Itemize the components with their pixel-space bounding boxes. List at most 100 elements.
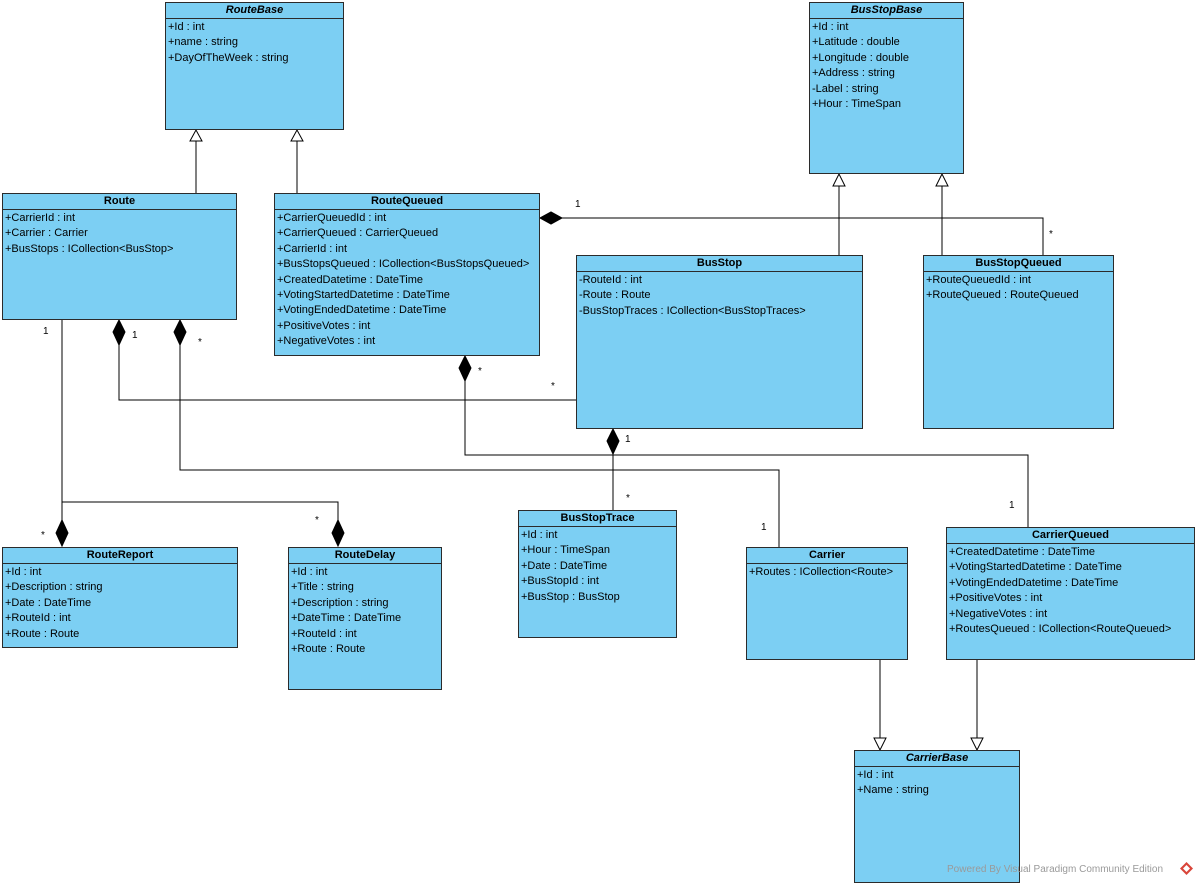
attribute: +CarrierQueued : CarrierQueued	[277, 227, 439, 240]
attribute: +VotingEndedDatetime : DateTime	[949, 576, 1119, 589]
class-routereport[interactable]: RouteReport +Id : int +Description : str…	[2, 547, 238, 648]
class-carrierbase[interactable]: CarrierBase +Id : int +Name : string	[854, 750, 1020, 883]
class-name: BusStopBase	[810, 3, 963, 19]
attribute: +RouteQueuedId : int	[926, 274, 1031, 286]
attribute: +Title : string	[291, 581, 354, 594]
class-route[interactable]: Route +CarrierId : int +Carrier : Carrie…	[2, 193, 237, 320]
attribute: +BusStops : ICollection<BusStop>	[5, 242, 174, 255]
watermark-text: Powered By Visual Paradigm Community Edi…	[947, 864, 1164, 875]
composition-diamond-route-report	[55, 518, 69, 548]
route-delay-link	[62, 501, 339, 520]
attribute: +name : string	[168, 36, 239, 49]
multiplicity-label: *	[198, 337, 202, 348]
attribute: +VotingStartedDatetime : DateTime	[277, 289, 450, 302]
class-busstop[interactable]: BusStop -RouteId : int -Route : Route -B…	[576, 255, 863, 429]
multiplicity-label: *	[41, 530, 45, 541]
attribute: +Carrier : Carrier	[5, 227, 88, 240]
multiplicity-label: *	[478, 366, 482, 377]
attribute: +Id : int	[857, 769, 894, 781]
attribute-list: +Id : int +name : string +DayOfTheWeek :…	[166, 19, 343, 66]
attribute: +CarrierQueuedId : int	[277, 212, 387, 224]
attribute: +BusStopId : int	[521, 575, 599, 588]
attribute: +Date : DateTime	[521, 559, 608, 572]
class-busstopbase[interactable]: BusStopBase +Id : int +Latitude : double…	[809, 2, 964, 174]
inheritance-arrow-busstopqueued	[935, 172, 949, 187]
inheritance-arrow-busstop	[832, 172, 846, 187]
class-name: Carrier	[747, 548, 907, 564]
attribute: +RouteQueued : RouteQueued	[926, 289, 1079, 302]
inheritance-arrow-routequeued	[290, 128, 304, 142]
multiplicity-label: 1	[132, 330, 138, 341]
attribute: +CreatedDatetime : DateTime	[277, 273, 424, 286]
attribute: +Id : int	[521, 529, 558, 541]
attribute-list: +Routes : ICollection<Route>	[747, 564, 907, 580]
attribute: +PositiveVotes : int	[277, 319, 371, 332]
class-busstoptrace[interactable]: BusStopTrace +Id : int +Hour : TimeSpan …	[518, 510, 677, 638]
attribute: +BusStopsQueued : ICollection<BusStopsQu…	[277, 258, 530, 271]
class-carrierqueued[interactable]: CarrierQueued +CreatedDatetime : DateTim…	[946, 527, 1195, 660]
attribute: +Name : string	[857, 784, 929, 797]
attribute: +PositiveVotes : int	[949, 592, 1043, 605]
class-name: BusStop	[577, 256, 862, 272]
attribute: +Address : string	[812, 67, 895, 80]
route-carrier-link	[179, 345, 780, 547]
attribute-list: +RouteQueuedId : int +RouteQueued : Rout…	[924, 272, 1113, 304]
attribute: +Id : int	[291, 566, 328, 578]
attribute: -BusStopTraces : ICollection<BusStopTrac…	[579, 304, 806, 317]
attribute: +BusStop : BusStop	[521, 590, 620, 603]
class-name: CarrierQueued	[947, 528, 1194, 544]
class-busstopqueued[interactable]: BusStopQueued +RouteQueuedId : int +Rout…	[923, 255, 1114, 429]
attribute: +NegativeVotes : int	[949, 607, 1048, 620]
multiplicity-label: *	[315, 515, 319, 526]
attribute: +DayOfTheWeek : string	[168, 51, 289, 64]
attribute: -Label : string	[812, 82, 879, 95]
inheritance-arrow-route	[189, 128, 203, 142]
attribute: +Id : int	[812, 21, 849, 33]
attribute: +Hour : TimeSpan	[521, 544, 610, 557]
class-name: CarrierBase	[855, 751, 1019, 767]
routequeued-carrierqueued-link	[464, 381, 1029, 527]
multiplicity-label: 1	[575, 199, 581, 210]
attribute-list: +CarrierId : int +Carrier : Carrier +Bus…	[3, 210, 236, 257]
class-routequeued[interactable]: RouteQueued +CarrierQueuedId : int +Carr…	[274, 193, 540, 356]
composition-diamond-route-busstop	[112, 318, 126, 347]
routequeued-busstopqueued-link	[562, 217, 1044, 255]
class-name: RouteDelay	[289, 548, 441, 564]
class-name: BusStopTrace	[519, 511, 676, 527]
attribute-list: +Id : int +Title : string +Description :…	[289, 564, 441, 657]
multiplicity-label: 1	[761, 522, 767, 533]
attribute: +RouteId : int	[291, 627, 357, 640]
attribute: -Route : Route	[579, 289, 651, 302]
attribute: +CreatedDatetime : DateTime	[949, 546, 1096, 558]
class-name: BusStopQueued	[924, 256, 1113, 272]
composition-diamond-rq-bsq	[538, 211, 564, 225]
multiplicity-label: 1	[625, 434, 631, 445]
attribute: +Id : int	[168, 21, 205, 33]
visual-paradigm-logo-icon	[1180, 862, 1193, 875]
attribute: +NegativeVotes : int	[277, 335, 376, 348]
composition-diamond-route-carrier	[173, 318, 187, 347]
class-carrier[interactable]: Carrier +Routes : ICollection<Route>	[746, 547, 908, 660]
class-routebase[interactable]: RouteBase +Id : int +name : string +DayO…	[165, 2, 344, 130]
route-busstop-link	[118, 345, 576, 401]
attribute: +Longitude : double	[812, 51, 909, 64]
multiplicity-label: 1	[43, 326, 49, 337]
attribute-list: +Id : int +Latitude : double +Longitude …	[810, 19, 963, 112]
attribute: +Hour : TimeSpan	[812, 98, 901, 111]
attribute-list: +CarrierQueuedId : int +CarrierQueued : …	[275, 210, 539, 350]
attribute: +Route : Route	[5, 627, 80, 640]
composition-diamond-route-delay	[331, 518, 345, 548]
attribute: +Date : DateTime	[5, 596, 92, 609]
attribute-list: -RouteId : int -Route : Route -BusStopTr…	[577, 272, 862, 319]
attribute: +Description : string	[5, 581, 103, 594]
attribute: +Route : Route	[291, 643, 366, 656]
multiplicity-label: *	[626, 493, 630, 504]
attribute: +Routes : ICollection<Route>	[749, 566, 894, 578]
attribute: +DateTime : DateTime	[291, 612, 402, 625]
attribute: +RoutesQueued : ICollection<RouteQueued>	[949, 623, 1172, 636]
attribute: -RouteId : int	[579, 274, 642, 286]
attribute: +VotingEndedDatetime : DateTime	[277, 304, 447, 317]
multiplicity-label: 1	[1009, 500, 1015, 511]
class-routedelay[interactable]: RouteDelay +Id : int +Title : string +De…	[288, 547, 442, 690]
